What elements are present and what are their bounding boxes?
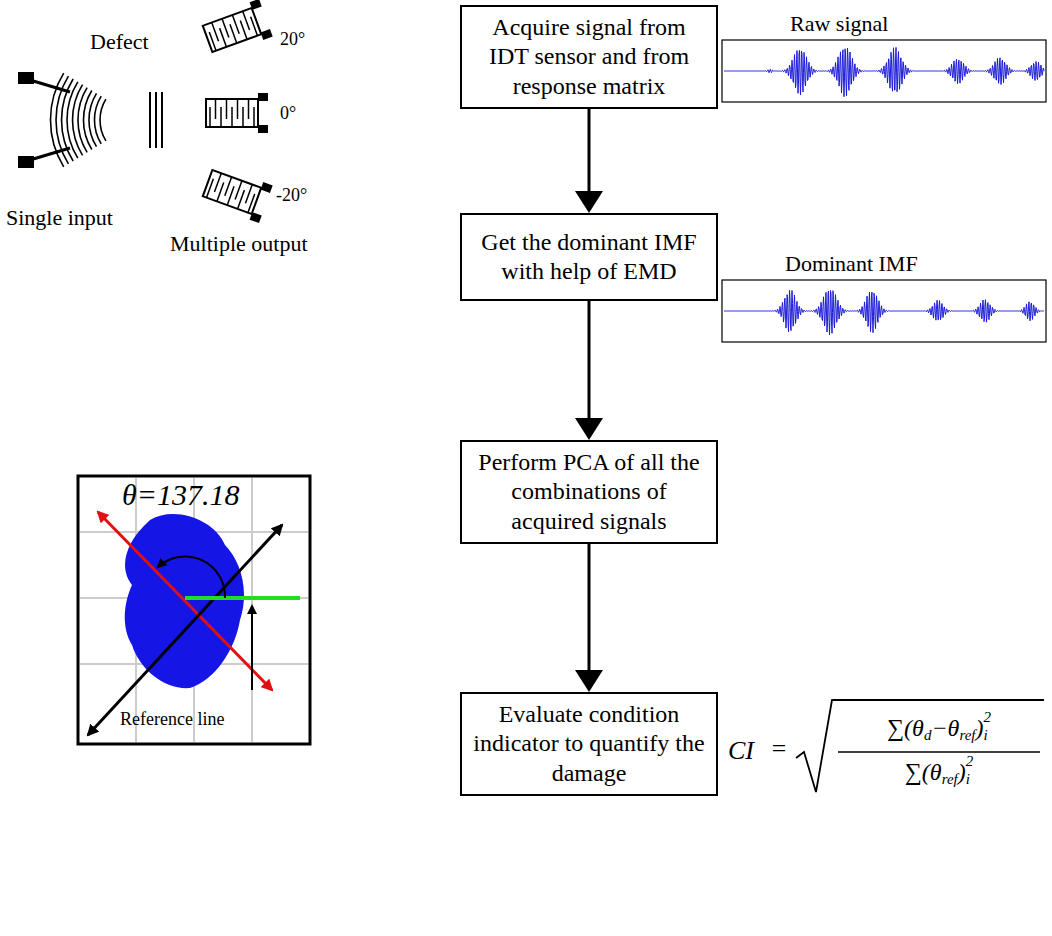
- formula-part: ∑(θ: [905, 760, 942, 784]
- idt-finger: [78, 88, 87, 153]
- imf-signal: [724, 290, 1044, 335]
- output-idt: [201, 0, 273, 58]
- box-text: Perform PCA of all the combinations of a…: [470, 448, 708, 536]
- formula-part: ): [976, 716, 984, 740]
- formula-part: 2: [984, 710, 992, 725]
- flow-arrow: [575, 544, 603, 692]
- defect-label: Defect: [90, 30, 149, 54]
- box-text: Acquire signal from IDT sensor and from …: [470, 13, 708, 101]
- idt-finger: [73, 85, 83, 156]
- pca-frame: [78, 476, 310, 744]
- raw-signal: [724, 47, 1044, 96]
- formula-part: CI: [728, 738, 754, 764]
- idt-pad: [18, 72, 34, 84]
- idt-finger: [94, 96, 101, 144]
- formula-part: d: [924, 728, 932, 743]
- formula-part: ∑(θ: [887, 716, 924, 740]
- process-box: Perform PCA of all the combinations of a…: [460, 440, 718, 544]
- process-box: Evaluate condition indicator to quantify…: [460, 692, 718, 796]
- process-box: Acquire signal from IDT sensor and from …: [460, 5, 718, 109]
- process-box: Get the dominant IMF with help of EMD: [460, 213, 718, 301]
- formula-part: i: [966, 772, 970, 787]
- leader-label: Reference line: [120, 710, 224, 730]
- formula-part: =: [770, 736, 788, 762]
- input-idt: [18, 72, 106, 168]
- idt-bus: [30, 80, 70, 160]
- plot-frame: [722, 40, 1046, 102]
- idt-finger: [100, 99, 106, 141]
- angle-label: 0°: [280, 104, 296, 124]
- idt-finger: [67, 82, 78, 158]
- output-idts: [201, 0, 273, 223]
- angle-label: 20°: [280, 30, 305, 50]
- flow-arrow: [575, 109, 603, 213]
- formula-part: ): [958, 760, 966, 784]
- defect-lines: [150, 92, 162, 148]
- formula-part: i: [984, 728, 988, 743]
- waveform: [724, 290, 1044, 335]
- input-label: Single input: [6, 206, 113, 230]
- waveform: [724, 47, 1044, 96]
- formula-part: −: [931, 716, 947, 740]
- angle-arc: [158, 556, 225, 598]
- flow-arrow: [575, 301, 603, 440]
- grid: [80, 478, 308, 742]
- formula-part: 2: [966, 754, 974, 769]
- theta-value: θ=137.18: [122, 478, 239, 511]
- idt-finger: [83, 91, 91, 150]
- principal-axis-1: [88, 525, 282, 735]
- angle-label: -20°: [276, 186, 307, 206]
- sqrt-sign: [796, 700, 1044, 792]
- output-label: Multiple output: [170, 232, 308, 256]
- idt-pad: [18, 156, 34, 168]
- plot-frame: [722, 280, 1046, 342]
- leader-line: [251, 606, 253, 690]
- output-idt: [201, 164, 273, 223]
- idt-finger: [89, 93, 97, 146]
- fraction-bar: [838, 751, 1040, 753]
- box-text: Get the dominant IMF with help of EMD: [470, 228, 708, 287]
- principal-axis-2: [98, 512, 272, 690]
- output-idt: [206, 93, 268, 133]
- plot-title: Dominant IMF: [785, 252, 918, 276]
- plot-title: Raw signal: [790, 12, 888, 36]
- reference-line: [185, 596, 300, 600]
- formula-part: ref: [959, 728, 975, 743]
- box-text: Evaluate condition indicator to quantify…: [470, 700, 708, 788]
- formula-part: θ: [948, 716, 960, 740]
- formula-part: ref: [942, 772, 958, 787]
